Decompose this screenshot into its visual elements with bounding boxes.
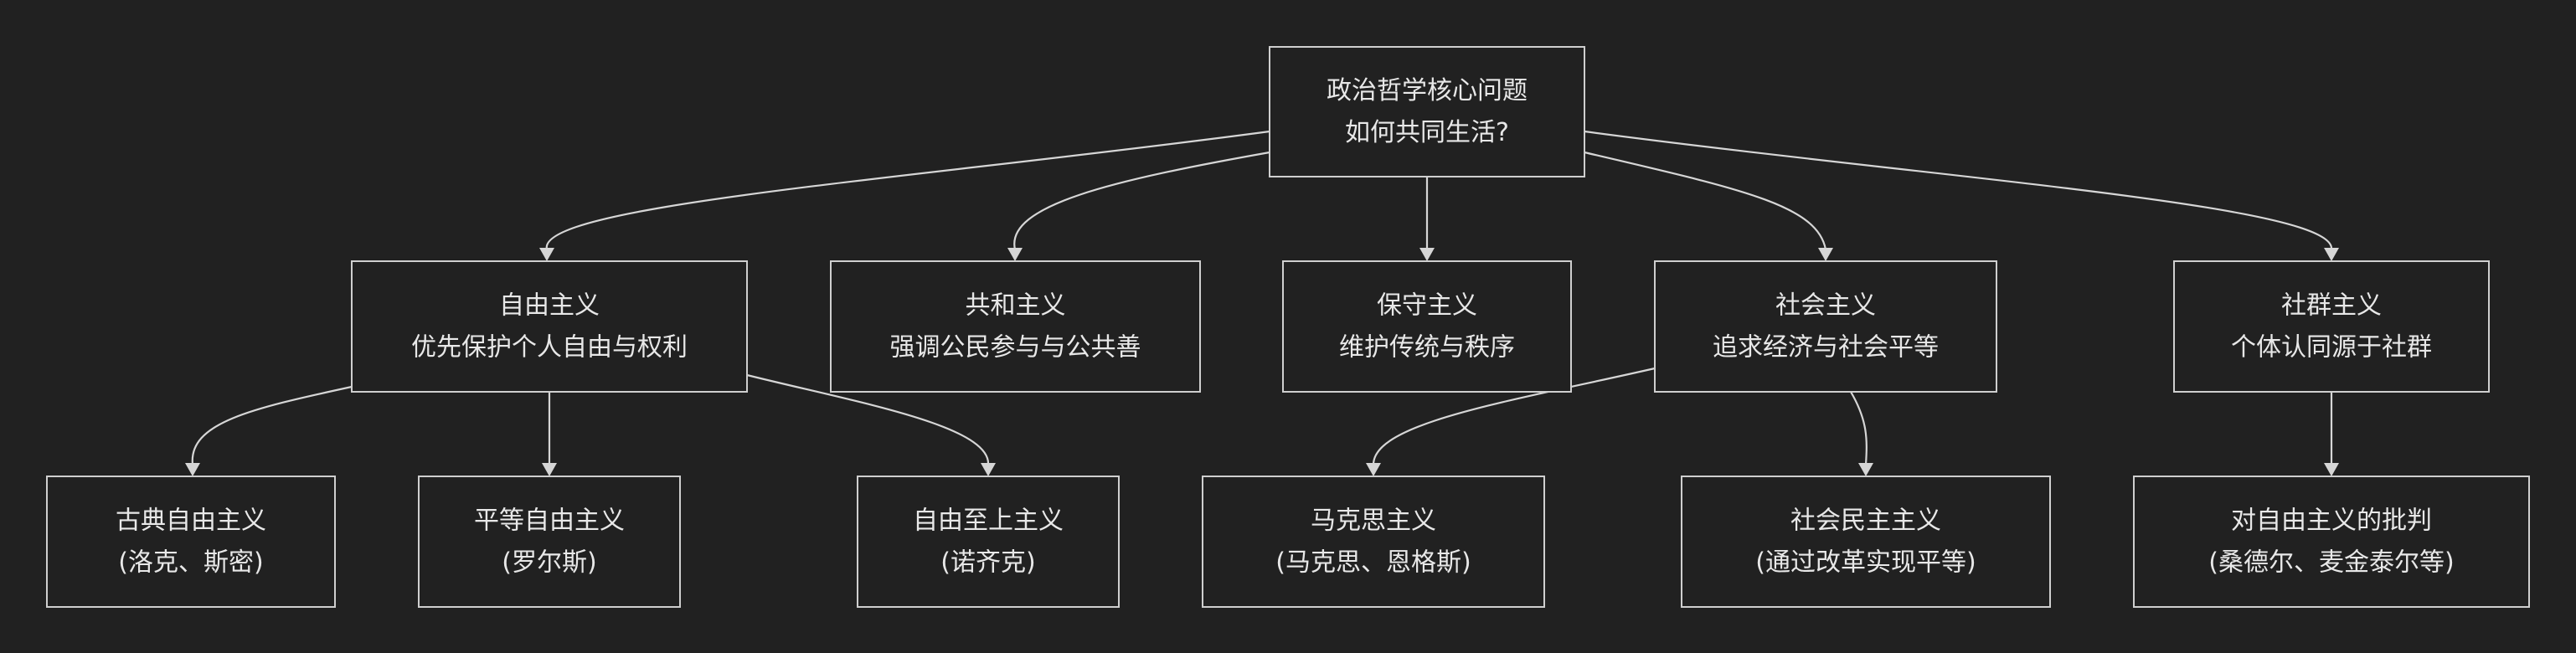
edges-layer (185, 130, 2339, 476)
node-critique: 对自由主义的批判 (桑德尔、麦金泰尔等) (2133, 476, 2530, 608)
node-subtitle: 追求经济与社会平等 (1713, 333, 1939, 362)
edge-socialism-to-socialdemocracy (1850, 391, 1873, 476)
node-classical: 古典自由主义 (洛克、斯密) (46, 476, 336, 608)
node-title: 平等自由主义 (474, 506, 625, 536)
node-subtitle: 维护传统与秩序 (1339, 333, 1515, 362)
node-box (2133, 476, 2530, 608)
edge-line (545, 130, 1270, 250)
node-title: 自由至上主义 (913, 506, 1064, 536)
node-title: 社会主义 (1775, 291, 1876, 321)
node-title: 马克思主义 (1311, 506, 1436, 536)
node-subtitle: (洛克、斯密) (118, 548, 263, 578)
node-subtitle: 强调公民参与与公共善 (890, 333, 1141, 362)
node-title: 共和主义 (966, 291, 1066, 321)
arrowhead-icon (981, 463, 996, 476)
node-egalitarian: 平等自由主义 (罗尔斯) (418, 476, 681, 608)
edge-line (1372, 367, 1656, 465)
edge-liberalism-to-egalitarian (542, 392, 557, 476)
edge-line (191, 385, 353, 465)
arrowhead-icon (1419, 248, 1435, 261)
arrowhead-icon (2324, 248, 2339, 261)
arrowhead-icon (185, 463, 200, 476)
node-box (1202, 476, 1545, 608)
node-subtitle: (罗尔斯) (502, 548, 596, 578)
arrowhead-icon (542, 463, 557, 476)
arrowhead-icon (1858, 463, 1873, 476)
node-subtitle: (诺齐克) (940, 548, 1035, 578)
node-title: 政治哲学核心问题 (1327, 76, 1528, 105)
node-subtitle: (桑德尔、麦金泰尔等) (2208, 548, 2454, 578)
edge-liberalism-to-classical (185, 385, 353, 476)
edge-line (1584, 130, 2333, 250)
nodes-layer: 政治哲学核心问题如何共同生活?自由主义优先保护个人自由与权利共和主义强调公民参与… (46, 46, 2530, 608)
arrowhead-icon (2324, 463, 2339, 476)
edge-root-to-republicanism (1007, 151, 1270, 261)
node-box (1681, 476, 2051, 608)
edge-communitarianism-to-critique (2324, 392, 2339, 476)
node-title: 对自由主义的批判 (2231, 506, 2432, 536)
node-box (46, 476, 336, 608)
node-socialdemocracy: 社会民主主义 (通过改革实现平等) (1681, 476, 2051, 608)
node-title: 社群主义 (2281, 291, 2382, 321)
node-subtitle: (马克思、恩格斯) (1275, 548, 1471, 578)
node-box (2173, 260, 2490, 393)
edge-line (1584, 151, 1827, 250)
arrowhead-icon (1366, 463, 1381, 476)
arrowhead-icon (1007, 248, 1023, 261)
node-title: 保守主义 (1377, 291, 1477, 321)
node-title: 古典自由主义 (116, 506, 266, 536)
edge-root-to-liberalism (539, 130, 1270, 261)
edge-socialism-to-marxism (1366, 367, 1656, 476)
node-box (857, 476, 1120, 608)
node-marxism: 马克思主义 (马克思、恩格斯) (1202, 476, 1545, 608)
arrowhead-icon (1818, 248, 1833, 261)
edge-root-to-communitarianism (1584, 130, 2339, 261)
arrowhead-icon (539, 248, 554, 261)
node-subtitle: 个体认同源于社群 (2231, 333, 2432, 362)
node-box (418, 476, 681, 608)
node-title: 自由主义 (499, 291, 600, 321)
node-box (830, 260, 1201, 393)
node-box (1282, 260, 1572, 393)
node-subtitle: (通过改革实现平等) (1755, 548, 1976, 578)
node-subtitle: 如何共同生活? (1345, 118, 1509, 147)
edge-root-to-socialism (1584, 151, 1833, 261)
node-libertarian: 自由至上主义 (诺齐克) (857, 476, 1120, 608)
node-subtitle: 优先保护个人自由与权利 (411, 333, 688, 362)
edge-line (1850, 391, 1868, 465)
edge-root-to-conservatism (1419, 177, 1435, 261)
node-box (351, 260, 748, 393)
edge-liberalism-to-libertarian (746, 373, 996, 476)
node-title: 社会民主主义 (1790, 506, 1941, 536)
edge-line (1013, 151, 1270, 250)
edge-line (746, 373, 990, 465)
node-box (1269, 46, 1585, 177)
node-box (1654, 260, 1997, 393)
